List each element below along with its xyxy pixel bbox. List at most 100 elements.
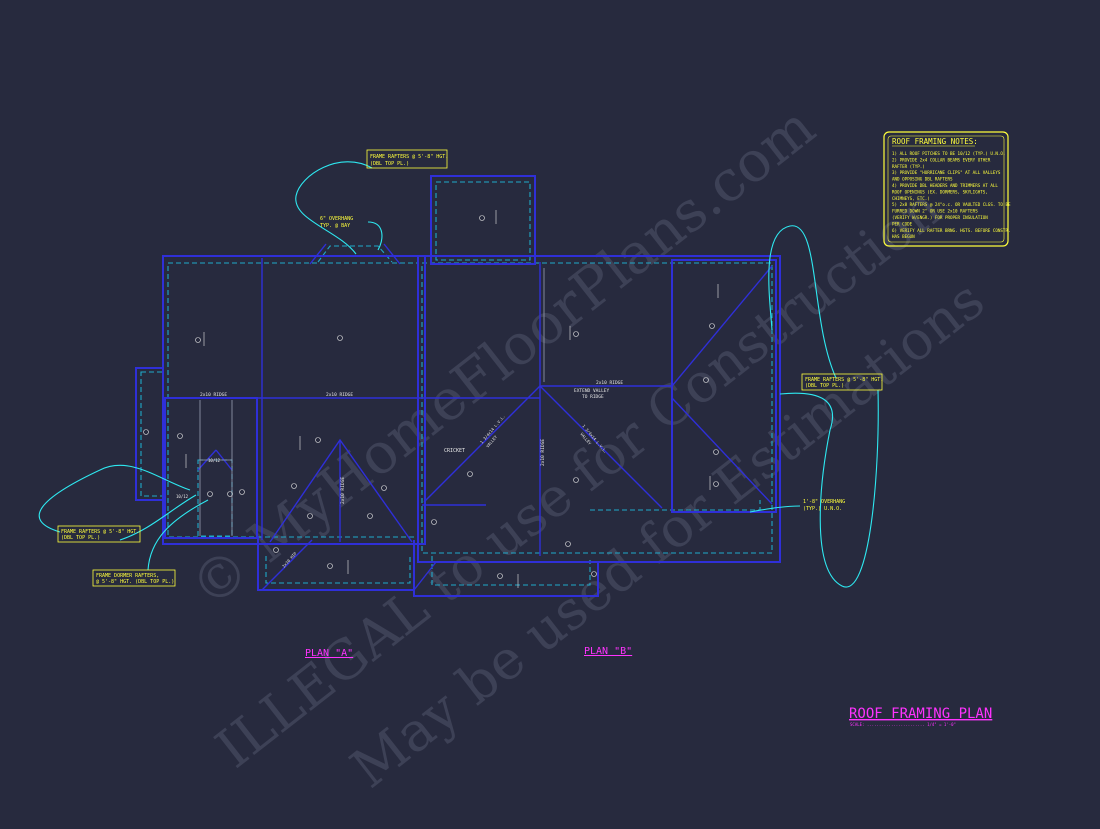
callout-overhang-right-line-2: (TYP.) U.N.O. xyxy=(803,506,842,512)
label-extend-valley-1: EXTEND VALLEY xyxy=(574,388,610,394)
symbol-17 xyxy=(381,485,387,491)
structure-lines xyxy=(135,175,781,597)
callout-dormer-line-1: FRAME DORMER RAFTERS, xyxy=(96,573,159,579)
overhang-bottom-right xyxy=(431,556,591,586)
notes-item: 1) ALL ROOF PITCHES TO BE 10/12 (TYP.) U… xyxy=(892,151,1005,156)
symbol-24 xyxy=(239,489,245,495)
callout-overhang-top: 6" OVERHANG TYP. @ BAY xyxy=(320,216,353,229)
symbol-21 xyxy=(273,547,279,553)
notes-item: CHIMNEYS, ETC.) xyxy=(892,196,930,201)
bay-left xyxy=(309,243,327,265)
callout-frame-top-box xyxy=(366,149,448,169)
symbol-19 xyxy=(565,541,571,547)
symbol-6 xyxy=(703,377,709,383)
symbol-3 xyxy=(479,215,485,221)
leader-lines xyxy=(38,161,879,588)
symbol-23 xyxy=(207,491,213,497)
leader-frame-right xyxy=(768,225,837,379)
drawing-scale: SCALE: ........................ 1/4" = 1… xyxy=(850,722,956,727)
bay-right xyxy=(383,243,401,265)
symbol-1 xyxy=(195,337,201,343)
notes-frame-outer xyxy=(883,131,1009,247)
leader-dormer xyxy=(147,499,209,571)
callout-dormer-line-2: @ 5'-8" HGT. (DBL TOP PL.) xyxy=(96,579,174,585)
callout-frame-top-line-1: FRAME RAFTERS @ 5'-8" HGT. xyxy=(370,154,448,160)
symbol-22 xyxy=(227,491,233,497)
notes-item: 5) 2x8 RAFTERS @ 24"o.c. OR VAULTED CLGS… xyxy=(892,202,1011,207)
notes-item: 6) VERIFY ALL RAFTER BRNG. HGTS. BEFORE … xyxy=(892,228,1011,233)
callout-dormer-box xyxy=(92,569,176,587)
watermark: © MyHomeFloorPlans.com ILLEGAL to use fo… xyxy=(179,94,996,800)
callout-overhang-right-line-1: 1'-8" OVERHANG xyxy=(803,499,845,505)
notes-item: ROOF OPENINGS (EX. DORMERS, SKYLIGHTS, xyxy=(892,189,988,194)
symbol-12 xyxy=(713,449,719,455)
pitch-arrows xyxy=(185,210,719,588)
callout-overhang-right: 1'-8" OVERHANG (TYP.) U.N.O. xyxy=(803,499,845,512)
leader-frame-right-2 xyxy=(779,389,879,588)
callout-frame-top-line-2: (DBL TOP PL.) xyxy=(370,161,409,167)
label-ridge-vertical-1: 2x10 RIDGE xyxy=(540,439,546,466)
plan-a-label[interactable]: PLAN "A" xyxy=(305,648,353,659)
label-ridge-mid: 2x10 RIDGE xyxy=(326,392,353,398)
notes-item: 3) PROVIDE "HURRICANE CLIPS" AT ALL VALL… xyxy=(892,170,1001,175)
symbol-2 xyxy=(337,335,343,341)
wall-left-porch xyxy=(135,367,163,501)
hip-bottom-left xyxy=(261,539,313,591)
label-pitch-a: 10/12 xyxy=(208,458,221,463)
callout-overhang-top-line-2: TYP. @ BAY xyxy=(320,223,350,229)
symbol-16 xyxy=(291,483,297,489)
notes-item: HAS BEGUN xyxy=(892,234,915,239)
notes-item: PER CODE xyxy=(892,221,913,226)
title-block: ROOF FRAMING PLAN SCALE: ...............… xyxy=(849,706,992,727)
notes-list: 1) ALL ROOF PITCHES TO BE 10/12 (TYP.) U… xyxy=(892,151,1011,239)
callout-overhang-top-line-1: 6" OVERHANG xyxy=(320,216,353,222)
valley-left xyxy=(423,385,541,503)
overhang-top-box xyxy=(435,181,531,261)
notes-frame-inner xyxy=(887,135,1005,243)
label-ridge-left: 2x10 RIDGE xyxy=(200,392,227,398)
label-ridge-right: 2x10 RIDGE xyxy=(596,380,623,386)
symbol-7 xyxy=(177,433,183,439)
callout-frame-left: FRAME RAFTERS @ 5'-8" HGT. (DBL TOP PL.) xyxy=(57,525,141,543)
symbol-26 xyxy=(591,571,597,577)
hip-bottom-right xyxy=(413,561,437,591)
framing-symbols xyxy=(143,215,719,579)
leader-frame-top xyxy=(295,161,373,255)
leader-overhang-right xyxy=(749,505,801,513)
leader-frame-left-2 xyxy=(119,494,197,541)
symbol-4 xyxy=(573,331,579,337)
callout-frame-left-line-1: FRAME RAFTERS @ 5'-8" HGT. xyxy=(61,529,139,535)
overhang-dormer xyxy=(197,459,233,537)
notes-item: 4) PROVIDE DBL HEADERS AND TRIMMERS AT A… xyxy=(892,183,998,188)
label-cricket: CRICKET xyxy=(444,448,465,454)
symbol-20 xyxy=(497,573,503,579)
callout-dormer: FRAME DORMER RAFTERS, @ 5'-8" HGT. (DBL … xyxy=(92,569,176,587)
hip-right-lower xyxy=(671,397,773,505)
callout-frame-left-line-2: (DBL TOP PL.) xyxy=(61,535,100,541)
wall-top-projection xyxy=(430,175,536,265)
notes-item: AND OPPOSING DBL RAFTERS xyxy=(892,177,953,182)
symbol-15 xyxy=(431,519,437,525)
symbol-11 xyxy=(573,477,579,483)
symbol-5 xyxy=(709,323,715,329)
notes-item: FURRED DOWN 2" OR USE 2x10 RAFTERS xyxy=(892,209,978,214)
overhang-bay xyxy=(317,245,393,263)
wall-left-inner xyxy=(164,397,258,539)
callout-frame-right-box xyxy=(801,373,883,391)
callout-frame-top: FRAME RAFTERS @ 5'-8" HGT. (DBL TOP PL.) xyxy=(366,149,448,169)
symbol-13 xyxy=(307,513,313,519)
plan-b-label[interactable]: PLAN "B" xyxy=(584,646,632,657)
notes-title: ROOF FRAMING NOTES: xyxy=(892,137,978,146)
callout-frame-right: FRAME RAFTERS @ 5'-8" HGT. (DBL TOP PL.) xyxy=(801,373,883,391)
symbol-10 xyxy=(467,471,473,477)
label-ridge-vertical-2: 2x10 RIDGE xyxy=(340,477,346,504)
symbol-18 xyxy=(327,563,333,569)
roof-framing-notes: ROOF FRAMING NOTES: 1) ALL ROOF PITCHES … xyxy=(883,131,1011,247)
symbol-25 xyxy=(713,481,719,487)
leader-overhang-top xyxy=(367,221,383,251)
hip-right-upper xyxy=(671,265,773,387)
partition-lines xyxy=(199,268,545,536)
callout-frame-left-box xyxy=(57,525,141,543)
